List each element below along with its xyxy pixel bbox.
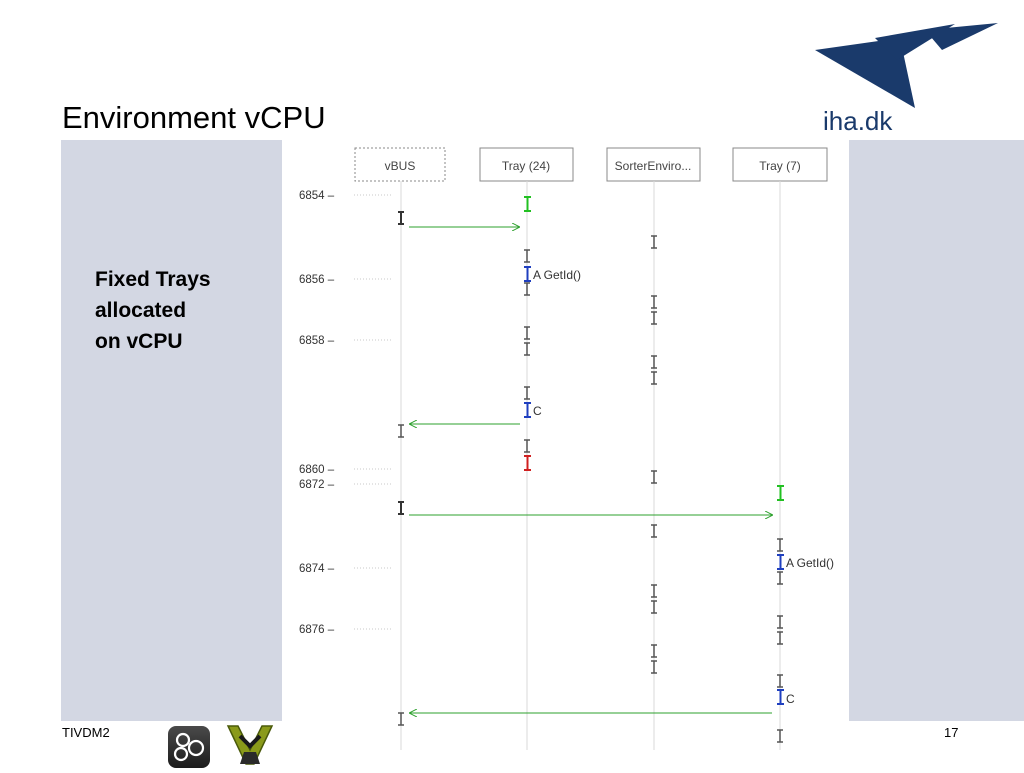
footer-course: TIVDM2 [62,725,110,740]
call-marker [524,266,531,282]
time-label-6856: 6856 – [299,274,335,286]
call-marker [777,689,784,705]
lifeline-box-tray7 [732,147,828,182]
bubbles-app-icon [168,726,210,768]
time-label-6858: 6858 – [299,335,335,347]
event-label: A GetId() [786,556,834,570]
time-label-6854: 6854 – [299,190,335,202]
lifeline-label-tray24: Tray (24) [502,159,550,173]
lifeline-label-tray7: Tray (7) [759,159,801,173]
start-marker [777,485,784,501]
time-label-6860: 6860 – [299,464,335,476]
note-line-2: allocated [95,299,187,322]
panel-note: Fixed Trays allocated on vCPU [95,264,211,357]
lifeline-label-sorter: SorterEnviro... [615,159,692,173]
time-label-6874: 6874 – [299,563,335,575]
right-panel [849,140,1024,721]
bubbles-icon [173,732,205,762]
iha-logo: iha.dk [805,20,1005,136]
time-label-6872: 6872 – [299,479,335,491]
note-line-3: on vCPU [95,330,183,353]
page-number: 17 [944,725,959,740]
vdm-logo-icon [226,722,274,768]
event-label: C [533,404,542,418]
start-marker [524,196,531,212]
call-marker [524,402,531,418]
iha-wings-icon [815,23,998,108]
event-label: C [786,692,795,706]
left-panel: Fixed Trays allocated on vCPU [61,140,282,721]
sequence-diagram: vBUS Tray (24) SorterEnviro... Tray (7) … [282,140,849,768]
activation-markers [398,211,783,743]
slide-title: Environment vCPU [62,100,326,135]
end-marker [524,455,531,471]
note-line-1: Fixed Trays [95,268,211,291]
lifeline-box-tray24 [479,147,574,182]
time-label-6876: 6876 – [299,624,335,636]
sequence-diagram-canvas: vBUS Tray (24) SorterEnviro... Tray (7) … [299,147,834,750]
call-marker [777,554,784,570]
lifeline-box-vbus [354,147,446,182]
brand-text: iha.dk [823,106,893,136]
event-label: A GetId() [533,268,581,282]
lifeline-label-vbus: vBUS [385,159,416,173]
